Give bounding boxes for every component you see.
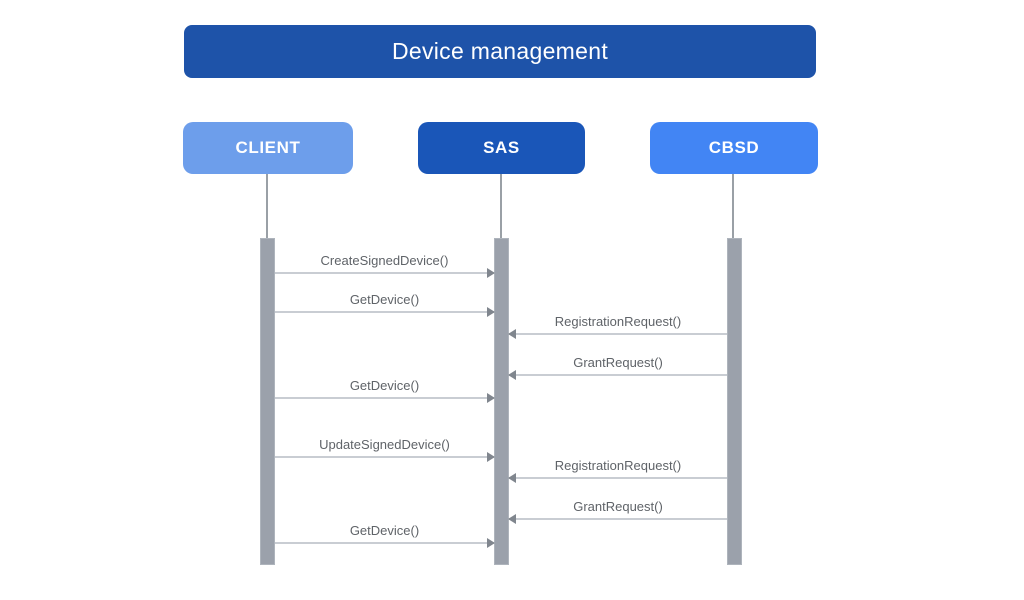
arrow-left-icon bbox=[508, 514, 516, 524]
actor-cbsd: CBSD bbox=[650, 122, 818, 174]
actor-client: CLIENT bbox=[183, 122, 353, 174]
message-line bbox=[509, 518, 727, 520]
activation-bar-cbsd bbox=[727, 238, 742, 565]
message-update-signed-device: UpdateSignedDevice() bbox=[275, 437, 495, 462]
message-label: GrantRequest() bbox=[573, 499, 663, 514]
message-label: RegistrationRequest() bbox=[554, 314, 682, 329]
message-line bbox=[509, 477, 727, 479]
arrow-left-icon bbox=[508, 473, 516, 483]
actor-sas-label: SAS bbox=[483, 138, 520, 157]
message-line bbox=[275, 311, 494, 313]
arrow-right-icon bbox=[487, 538, 495, 548]
lifeline-sas bbox=[500, 174, 502, 240]
diagram-title-label: Device management bbox=[391, 38, 609, 64]
activation-bar-sas bbox=[494, 238, 509, 565]
arrow-left-icon bbox=[508, 370, 516, 380]
message-label: GetDevice() bbox=[349, 523, 420, 538]
message-create-signed-device: CreateSignedDevice() bbox=[275, 253, 495, 278]
actor-client-label: CLIENT bbox=[235, 138, 301, 157]
message-get-device-1: GetDevice() bbox=[275, 292, 495, 317]
message-grant-request-1: GrantRequest() bbox=[508, 355, 727, 380]
activation-bar-client bbox=[260, 238, 275, 565]
arrow-right-icon bbox=[487, 268, 495, 278]
message-label: CreateSignedDevice() bbox=[320, 253, 449, 268]
arrow-left-icon bbox=[508, 329, 516, 339]
lifeline-client bbox=[266, 174, 268, 240]
diagram-title: Device management bbox=[184, 25, 816, 78]
message-label: GetDevice() bbox=[349, 378, 420, 393]
message-grant-request-2: GrantRequest() bbox=[508, 499, 727, 524]
message-registration-request-2: RegistrationRequest() bbox=[508, 458, 727, 483]
message-line bbox=[275, 272, 494, 274]
message-get-device-2: GetDevice() bbox=[275, 378, 495, 403]
lifeline-cbsd bbox=[732, 174, 734, 240]
message-label: GrantRequest() bbox=[573, 355, 663, 370]
actor-cbsd-label: CBSD bbox=[708, 138, 760, 157]
arrow-right-icon bbox=[487, 452, 495, 462]
message-registration-request-1: RegistrationRequest() bbox=[508, 314, 727, 339]
message-line bbox=[509, 333, 727, 335]
actor-sas: SAS bbox=[418, 122, 585, 174]
message-get-device-3: GetDevice() bbox=[275, 523, 495, 548]
message-label: GetDevice() bbox=[349, 292, 420, 307]
message-label: UpdateSignedDevice() bbox=[319, 437, 450, 452]
arrow-right-icon bbox=[487, 393, 495, 403]
message-line bbox=[275, 456, 494, 458]
message-line bbox=[275, 542, 494, 544]
message-label: RegistrationRequest() bbox=[554, 458, 682, 473]
message-line bbox=[509, 374, 727, 376]
message-line bbox=[275, 397, 494, 399]
arrow-right-icon bbox=[487, 307, 495, 317]
